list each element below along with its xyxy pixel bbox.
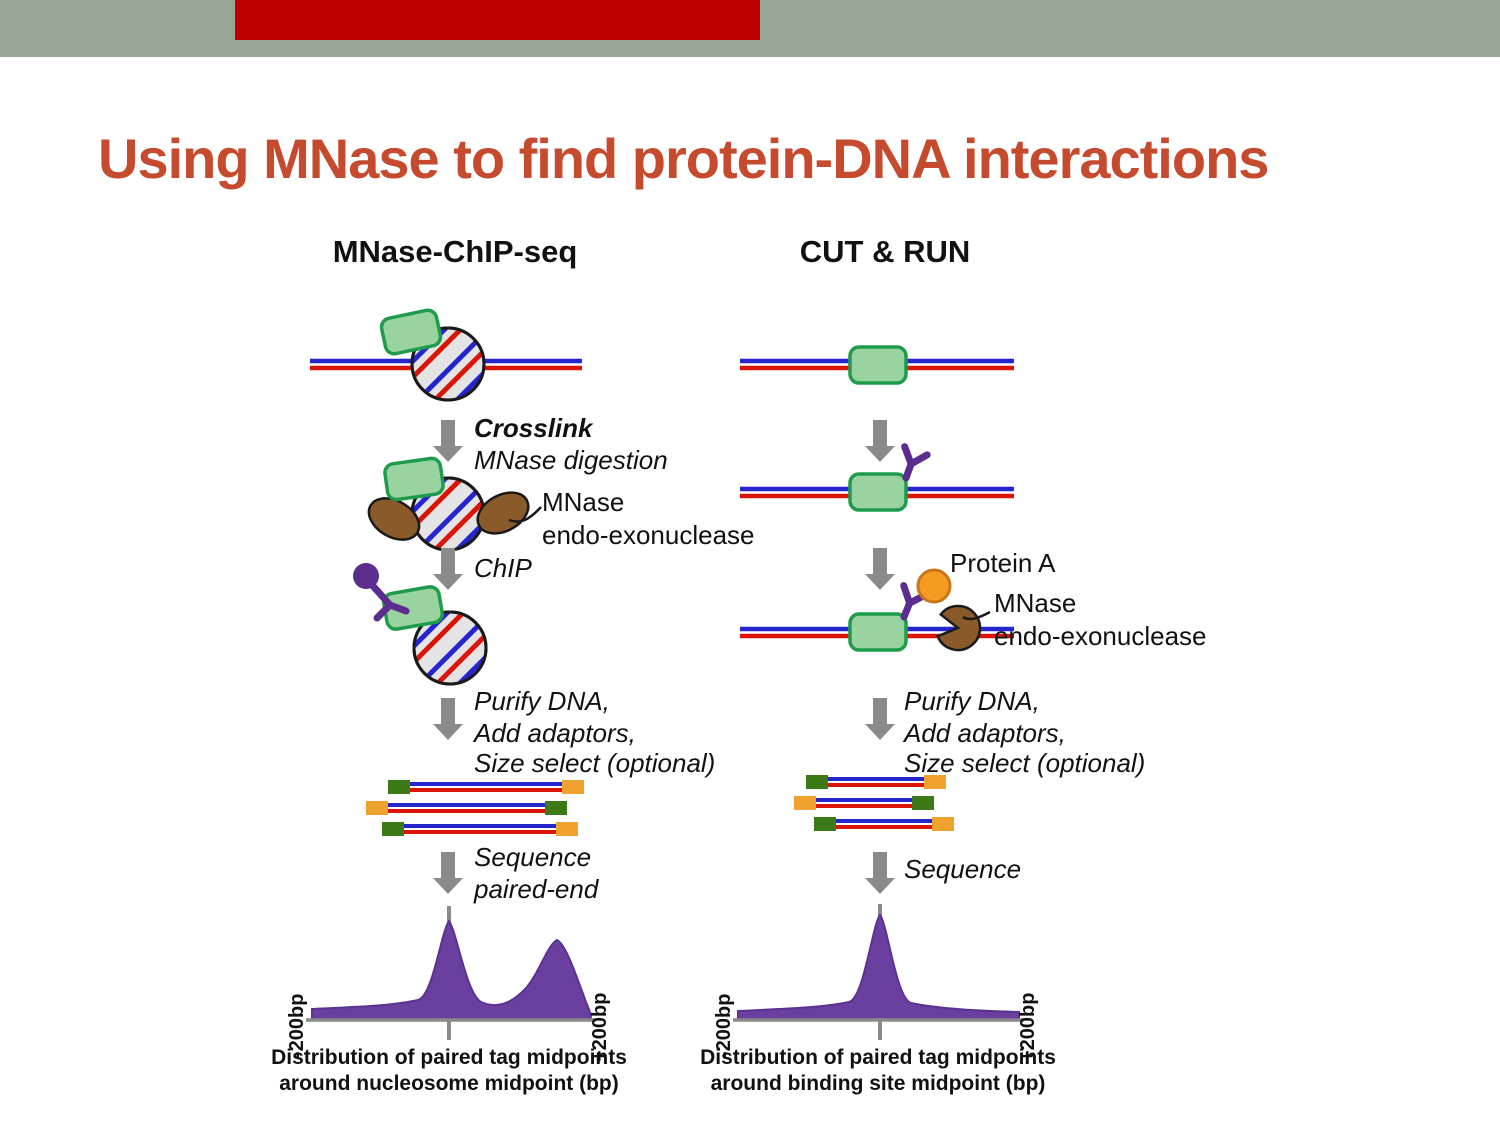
top-banner-red-strip xyxy=(235,0,760,40)
mnase-label-pointer-line xyxy=(962,610,991,621)
protein-icon xyxy=(382,455,446,503)
distribution-plot-binding-site: -200bp +200bp Distribution of paired tag… xyxy=(700,904,1056,1095)
left-purify-label-line2: Add adaptors, xyxy=(472,718,636,748)
right-plot-caption-line2: around binding site midpoint (bp) xyxy=(711,1072,1046,1095)
dna-fragment xyxy=(388,780,584,794)
down-arrow-icon xyxy=(433,698,463,740)
distribution-plot-nucleosome: -200bp +200bp Distribution of paired tag… xyxy=(271,906,627,1095)
down-arrow-icon xyxy=(433,420,463,462)
slide-title: Using MNase to find protein-DNA interact… xyxy=(98,127,1269,190)
left-column-header: MNase-ChIP-seq xyxy=(333,234,578,269)
left-column-diagram: MNase-ChIP-seq Crosslink MNase digestion… xyxy=(271,234,754,1095)
left-plot-caption-line2: around nucleosome midpoint (bp) xyxy=(279,1072,619,1095)
mnase-enzyme-icon xyxy=(469,483,537,543)
left-mnase-label-line2: endo-exonuclease xyxy=(542,520,755,550)
protein-icon xyxy=(848,472,908,512)
protein-icon xyxy=(848,345,908,385)
right-column-diagram: CUT & RUN Protein A xyxy=(700,234,1206,1095)
down-arrow-icon xyxy=(865,852,895,894)
right-purify-label-line1: Purify DNA, xyxy=(904,686,1040,716)
dna-fragment xyxy=(814,817,954,831)
left-purify-label-line1: Purify DNA, xyxy=(474,686,610,716)
plot-density-curve xyxy=(311,919,593,1021)
right-mnase-label-line1: MNase xyxy=(994,588,1076,618)
dna-fragment xyxy=(366,801,567,815)
left-axis-minus200: -200bp xyxy=(286,994,308,1058)
left-axis-plus200: +200bp xyxy=(589,993,611,1062)
left-step-mnase-digestion-label: MNase digestion xyxy=(474,445,668,475)
right-sequence-label: Sequence xyxy=(904,854,1021,884)
left-step-chip-label: ChIP xyxy=(474,553,532,583)
right-purify-label-line3: Size select (optional) xyxy=(904,748,1145,778)
down-arrow-icon xyxy=(433,548,463,590)
right-plot-caption-line1: Distribution of paired tag midpoints xyxy=(700,1046,1056,1069)
left-sequence-label-line2: paired-end xyxy=(473,874,600,904)
protein-icon xyxy=(848,612,908,652)
right-column-header: CUT & RUN xyxy=(800,234,971,269)
protein-a-icon xyxy=(916,568,952,604)
antibody-icon xyxy=(353,563,410,622)
down-arrow-icon xyxy=(865,420,895,462)
top-banner xyxy=(0,0,1500,57)
right-mnase-label-line2: endo-exonuclease xyxy=(994,621,1207,651)
left-step-crosslink-label: Crosslink xyxy=(474,413,594,443)
down-arrow-icon xyxy=(865,698,895,740)
dna-fragment xyxy=(382,822,578,836)
plot-density-curve xyxy=(737,913,1020,1021)
right-axis-minus200: -200bp xyxy=(713,994,735,1058)
down-arrow-icon xyxy=(865,548,895,590)
mnase-label-pointer-line xyxy=(508,506,542,523)
left-purify-label-line3: Size select (optional) xyxy=(474,748,715,778)
left-sequence-label-line1: Sequence xyxy=(474,842,591,872)
right-purify-label-line2: Add adaptors, xyxy=(902,718,1066,748)
left-plot-caption-line1: Distribution of paired tag midpoints xyxy=(271,1046,627,1069)
right-axis-plus200: +200bp xyxy=(1017,993,1039,1062)
dna-fragment xyxy=(794,796,934,810)
down-arrow-icon xyxy=(433,852,463,894)
protein-a-label: Protein A xyxy=(950,548,1056,578)
dna-fragment xyxy=(806,775,946,789)
left-mnase-label-line1: MNase xyxy=(542,487,624,517)
